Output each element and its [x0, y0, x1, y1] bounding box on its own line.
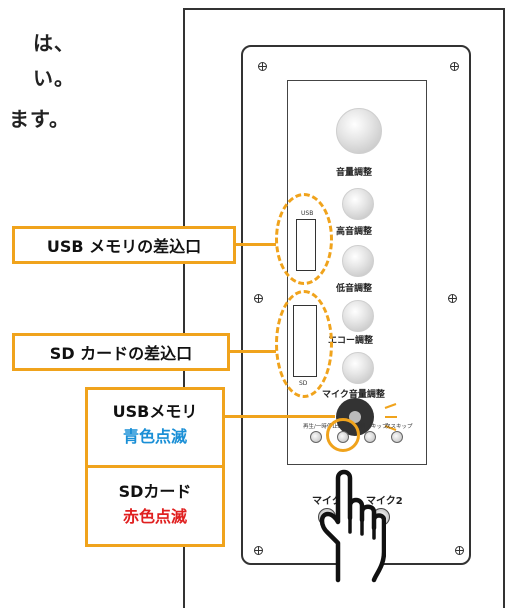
usb-slot-callout-text: USB メモリの差込口	[46, 237, 202, 256]
usb-slot-highlight	[275, 193, 333, 285]
usb-callout-connector	[236, 243, 276, 246]
volume-knob[interactable]	[336, 108, 382, 154]
legend-divider	[88, 465, 222, 468]
screw-icon	[254, 546, 263, 555]
screw-icon	[258, 62, 267, 71]
screw-icon	[455, 546, 464, 555]
screw-icon	[450, 62, 459, 71]
intro-line-3: ます。	[9, 107, 70, 131]
sd-status-text: 赤色点滅	[122, 507, 187, 526]
screw-icon	[448, 294, 457, 303]
mic-volume-knob-label: マイク音量調整	[322, 390, 385, 400]
button-label-prev: 前スキップ	[360, 424, 388, 430]
volume-knob-label: 音量調整	[336, 168, 373, 178]
next-skip-button[interactable]	[391, 431, 403, 443]
hand-pointer-icon	[319, 469, 386, 583]
echo-knob-label: エコー調整	[328, 336, 374, 346]
mic-volume-knob[interactable]	[342, 352, 374, 384]
prev-skip-button[interactable]	[364, 431, 376, 443]
sd-slot-callout-text: SD カードの差込口	[49, 344, 193, 363]
led-glow-icon	[384, 403, 397, 431]
intro-line-1: は、	[33, 31, 75, 55]
treble-knob[interactable]	[342, 188, 374, 220]
screw-icon	[254, 294, 263, 303]
mic2-label: マイク2	[366, 496, 403, 507]
usb-status-title: USBメモリ	[112, 402, 198, 421]
mode-button-highlight	[326, 418, 360, 452]
usb-status-text: 青色点滅	[122, 427, 187, 446]
sd-callout-connector	[230, 350, 276, 353]
treble-knob-label: 高音調整	[336, 227, 373, 237]
button-label-play: 再生/一時停止	[303, 424, 338, 430]
echo-knob[interactable]	[342, 300, 374, 332]
usb-slot-callout: USB メモリの差込口	[12, 226, 236, 264]
intro-line-2: い。	[33, 66, 75, 90]
speaker-cabinet	[183, 8, 505, 608]
button-label-next: 次スキップ	[385, 424, 413, 430]
mic1-label: マイク1	[312, 496, 349, 507]
led-callout-connector	[225, 415, 335, 418]
play-pause-button[interactable]	[310, 431, 322, 443]
bass-knob-label: 低音調整	[336, 284, 373, 294]
sd-slot-callout: SD カードの差込口	[12, 333, 230, 371]
led-status-legend: USBメモリ 青色点滅 SDカード 赤色点滅	[85, 387, 225, 547]
sd-status-title: SDカード	[118, 482, 192, 501]
sd-slot-highlight	[275, 290, 333, 398]
bass-knob[interactable]	[342, 245, 374, 277]
